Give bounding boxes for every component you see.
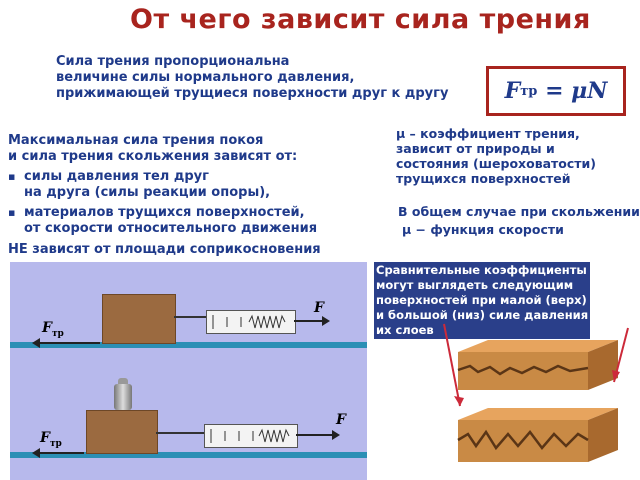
force-label-bottom: F [336, 412, 346, 428]
ranges-line-4: и большой (низ) силе давления [376, 308, 589, 322]
force-arrow-bottom [296, 434, 334, 436]
ranges-line-2: могут выглядеть следующим [376, 278, 574, 292]
friction-label-bottom: Fтр [40, 430, 62, 449]
arrow-head-top [322, 316, 330, 326]
ftr-f-bottom: F [40, 430, 50, 446]
deps-item-1b: на друга (силы реакции опоры), [24, 185, 271, 200]
ranges-text: Сравнительные коэффициенты могут выгляде… [374, 262, 591, 339]
ranges-line-1: Сравнительные коэффициенты [376, 263, 587, 277]
intro-line-1: Сила трения пропорциональна [56, 54, 290, 69]
mu-line-1: μ – коэффициент трения, [396, 126, 580, 141]
table-surface-bottom [10, 452, 367, 458]
deps-list: силы давления тел друг на друга (силы ре… [8, 169, 321, 237]
weight-icon [114, 384, 132, 410]
wooden-block-bottom [86, 410, 158, 454]
spring-bottom [210, 428, 290, 443]
hook-bottom [156, 432, 204, 434]
deps-line-2: и сила трения скольжения зависят от: [8, 149, 298, 164]
not-depend-text: НЕ зависят от площади соприкосновения [8, 242, 321, 257]
intro-line-2: величине силы нормального давления, [56, 70, 355, 85]
general-line-1: В общем случае при скольжении [398, 204, 640, 219]
deps-item: материалов трущихся поверхностей, от ско… [8, 205, 321, 237]
deps-item: силы давления тел друг на друга (силы ре… [8, 169, 321, 201]
force-label-top: F [314, 300, 324, 316]
deps-line-1: Максимальная сила трения покоя [8, 133, 264, 148]
arrow-head-bottom [332, 430, 340, 440]
deps-item-2a: материалов трущихся поверхностей, [24, 205, 305, 220]
spring-top [212, 314, 286, 329]
dynamometer-bottom [204, 424, 298, 448]
friction-head-top [32, 338, 40, 348]
ftr-sub-bottom: тр [49, 438, 62, 449]
dynamometer-top [206, 310, 296, 334]
hook-top [174, 316, 206, 318]
friction-label-top: Fтр [42, 320, 64, 339]
slide-title: От чего зависит сила трения [130, 4, 591, 35]
rough-surfaces-illustration [443, 323, 629, 462]
table-surface-top [10, 342, 367, 348]
deps-item-1a: силы давления тел друг [24, 169, 209, 184]
weight-handle [118, 378, 128, 384]
mu-description: μ – коэффициент трения, зависит от приро… [396, 126, 596, 186]
dependencies-block: Максимальная сила трения покоя и сила тр… [8, 133, 321, 258]
experiment-illustration: F Fтр F Fтр [10, 262, 367, 480]
mu-line-2: зависит от природы и [396, 141, 555, 156]
friction-arrow-bottom [38, 452, 84, 454]
general-line-2: μ − функция скорости [402, 222, 564, 237]
formula-rhs: = μN [545, 78, 608, 104]
force-arrow-top [294, 320, 324, 322]
mu-line-4: трущихся поверхностей [396, 171, 571, 186]
intro-line-3: прижимающей трущиеся поверхности друг к … [56, 86, 449, 101]
mu-line-3: состояния (шероховатости) [396, 156, 596, 171]
wooden-block-top [102, 294, 176, 344]
ranges-line-5: их слоев [376, 323, 434, 337]
friction-head-bottom [32, 448, 40, 458]
ranges-line-3: поверхностей при малой (верх) [376, 293, 587, 307]
friction-arrow-top [38, 342, 100, 344]
general-case: В общем случае при скольжении μ − функци… [398, 203, 640, 239]
ftr-f: F [42, 320, 52, 336]
formula-f: F [504, 78, 521, 104]
formula-sub: тр [520, 83, 538, 99]
ftr-sub: тр [51, 328, 64, 339]
deps-item-2b: от скорости относительного движения [24, 221, 318, 236]
intro-text: Сила трения пропорциональна величине сил… [56, 54, 448, 102]
